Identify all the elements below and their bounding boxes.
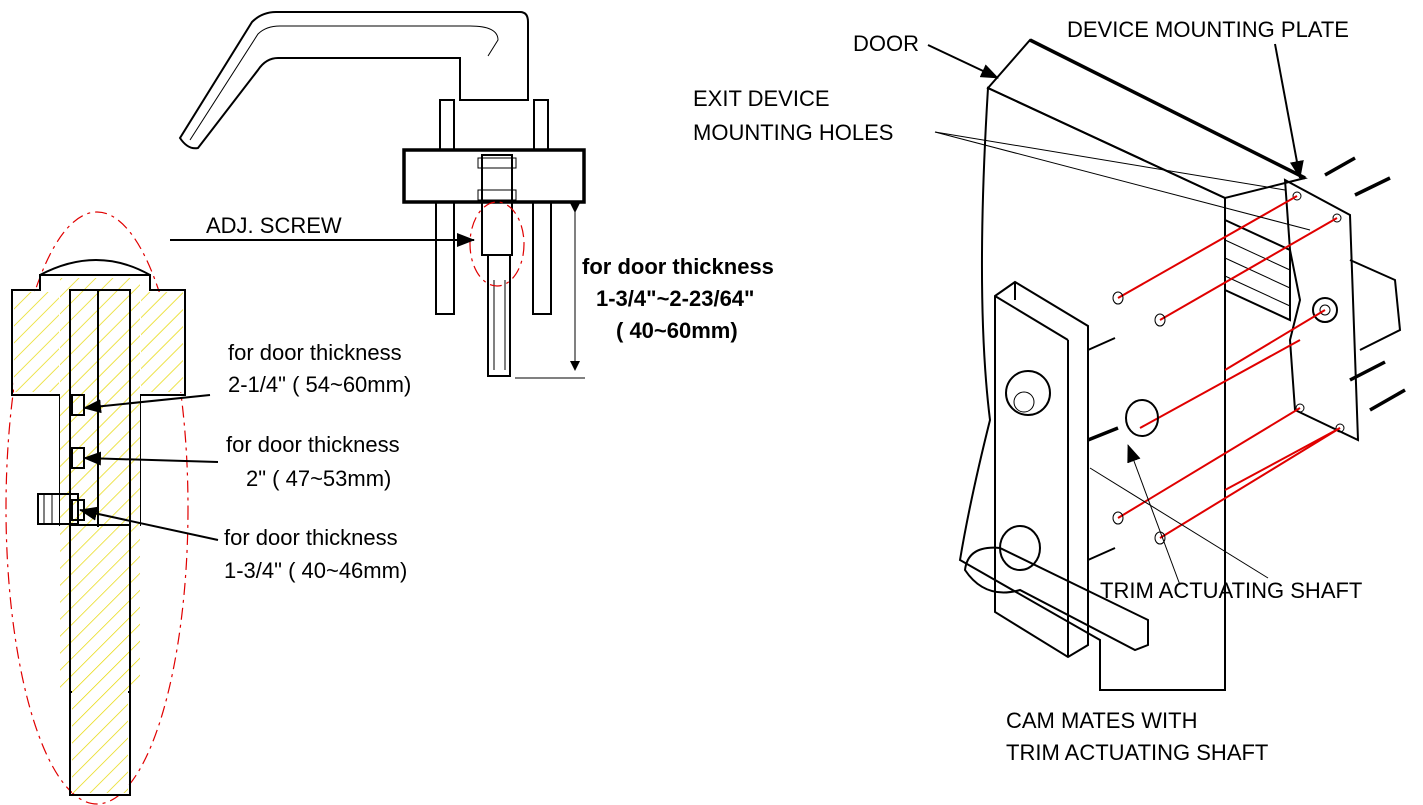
door-range-label-line2: 1-3/4"~2-23/64" [596,286,754,311]
shaft-label: TRIM ACTUATING SHAFT [1100,578,1362,603]
door-range-label-line3: ( 40~60mm) [616,318,738,343]
thickness-c-line1: for door thickness [224,525,398,550]
thickness-a-line2: 2-1/4" ( 54~60mm) [228,372,411,397]
thickness-a-line1: for door thickness [228,340,402,365]
mounting-plate-label: DEVICE MOUNTING PLATE [1067,17,1349,42]
door-label: DOOR [853,31,919,56]
cam-label-line2: TRIM ACTUATING SHAFT [1006,740,1268,765]
section-detail [5,211,219,805]
mounting-holes-label-line2: MOUNTING HOLES [693,120,893,145]
screws [1324,156,1406,412]
cam-label-line1: CAM MATES WITH [1006,708,1197,733]
lever-handle [170,11,586,379]
mounting-holes-label-line1: EXIT DEVICE [693,86,830,111]
door-range-label-line1: for door thickness [582,254,774,279]
thickness-b-line1: for door thickness [226,432,400,457]
thickness-b-line2: 2" ( 47~53mm) [246,466,391,491]
door-assembly [927,38,1406,691]
adj-screw-label: ADJ. SCREW [206,213,342,238]
thickness-c-line2: 1-3/4" ( 40~46mm) [224,558,407,583]
